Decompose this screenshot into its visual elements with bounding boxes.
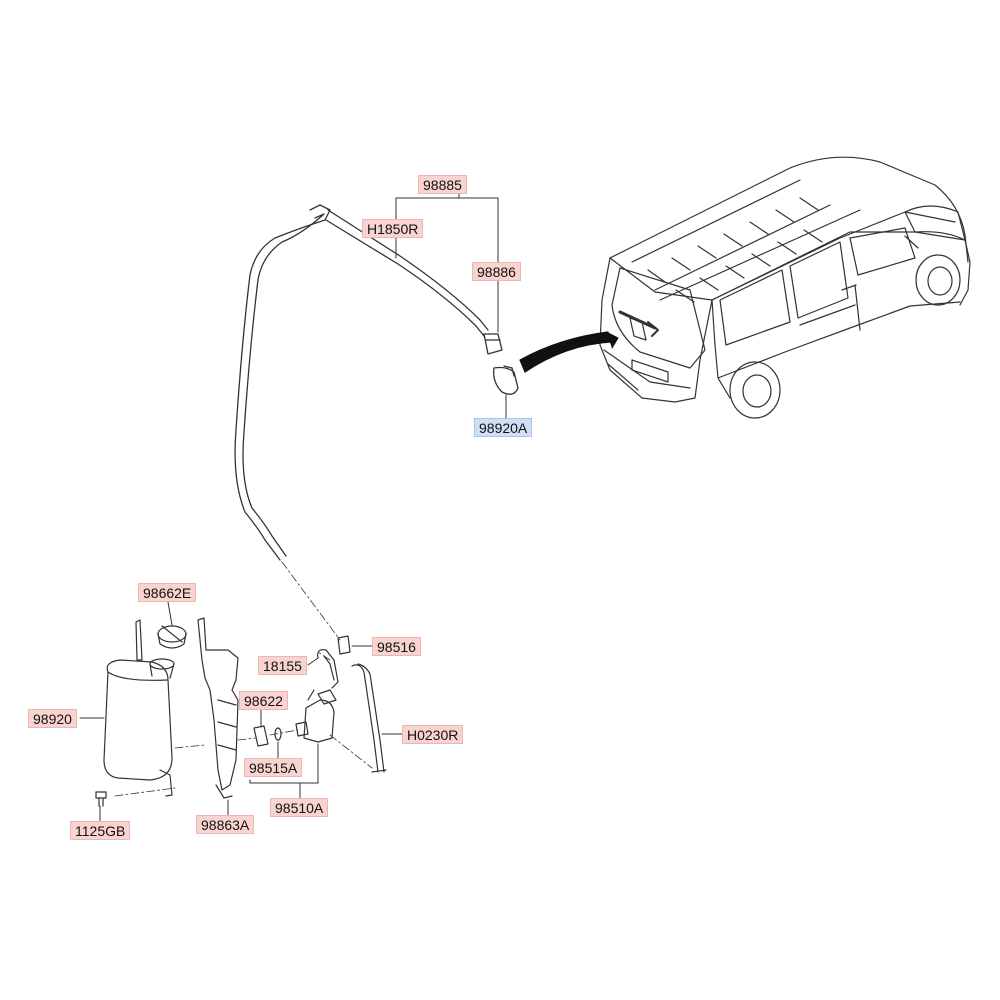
- part-label-98515a[interactable]: 98515A: [244, 758, 303, 777]
- assembly-line: [281, 561, 341, 641]
- pump-hose: [317, 649, 339, 689]
- part-label-1125gb[interactable]: 1125GB: [70, 821, 131, 840]
- short-hose: [351, 663, 387, 773]
- reservoir-cap: [157, 625, 187, 649]
- part-label-h0230r[interactable]: H0230R: [402, 725, 464, 744]
- o-ring: [274, 727, 282, 741]
- part-label-18155[interactable]: 18155: [258, 656, 307, 675]
- part-label-98886[interactable]: 98886: [472, 262, 521, 281]
- van-illustration: [599, 156, 971, 419]
- hose-connector: [337, 635, 351, 655]
- reservoir-bracket: [197, 617, 239, 799]
- callout-arrow: [519, 331, 611, 373]
- part-label-98662e[interactable]: 98662E: [138, 583, 197, 602]
- part-label-98863a[interactable]: 98863A: [196, 815, 255, 834]
- part-label-98622[interactable]: 98622: [239, 691, 288, 710]
- part-label-98920[interactable]: 98920: [28, 709, 77, 728]
- part-label-h1850r[interactable]: H1850R: [362, 219, 424, 238]
- part-label-98885[interactable]: 98885: [418, 175, 467, 194]
- part-label-98920a[interactable]: 98920A: [474, 418, 533, 437]
- part-label-98510a[interactable]: 98510A: [270, 798, 329, 817]
- leader-lines: [79, 192, 507, 823]
- part-label-98516[interactable]: 98516: [372, 637, 421, 656]
- washer-pump: [295, 689, 337, 743]
- rear-washer-hose: [234, 204, 519, 561]
- washer-reservoir: [103, 619, 175, 797]
- bolt: [95, 791, 107, 807]
- grommet: [253, 725, 269, 747]
